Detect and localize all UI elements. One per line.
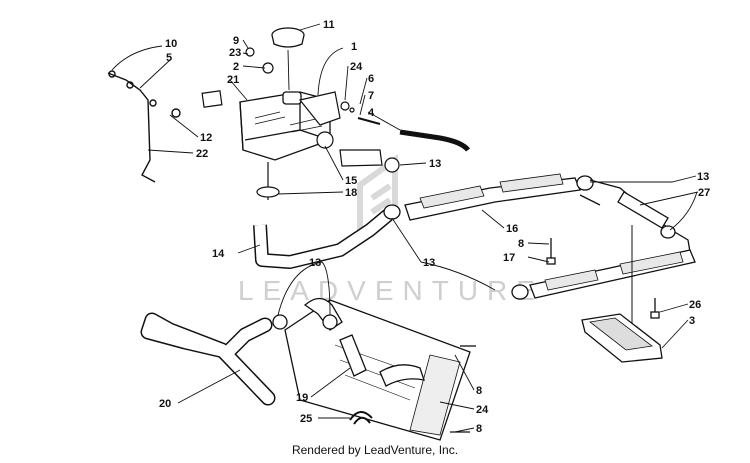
leader-lines [111,23,699,433]
callout-26: 26 [689,299,701,311]
callout-14: 14 [212,248,225,260]
callout-labels: 11 9 1 10 23 5 2 24 21 6 7 4 12 22 13 15… [159,19,710,435]
callout-11: 11 [323,19,335,31]
callout-8-c: 8 [476,423,482,435]
callout-13-b: 13 [697,171,709,183]
callout-23: 24 [476,404,489,416]
hose-14 [254,210,392,268]
heat-exchanger-lower [511,249,696,300]
overflow-hose [399,129,470,152]
callout-15: 15 [345,175,357,187]
heat-exchanger-upper [383,173,594,221]
heat-exchanger-hose [579,179,691,253]
callout-8-a: 8 [518,238,524,250]
callout-12: 12 [200,132,212,144]
hose-clamp-25 [349,411,373,425]
callout-13-c: 13 [309,257,321,269]
callout-24-lower: 24 [350,61,363,73]
callout-16: 16 [506,223,518,235]
callout-2: 2 [233,61,239,73]
elbow-hoses [272,297,425,387]
callout-7: 7 [368,90,374,102]
callout-6: 6 [368,73,374,85]
callout-13-a: 13 [429,158,441,170]
callout-17: 17 [503,252,515,264]
callout-8-b: 8 [476,385,482,397]
callout-20: 20 [159,398,171,410]
watermark: LEADVENTURE [238,154,544,306]
callout-21: 21 [227,74,239,86]
callout-25: 25 [300,413,312,425]
decal [201,90,223,108]
hose-20 [142,314,274,404]
mount-bracket [581,313,663,363]
callout-27: 27 [698,187,710,199]
callout-1: 1 [351,41,357,53]
hose-short [316,131,400,173]
callout-4: 4 [368,107,375,119]
footer-credit: Rendered by LeadVenture, Inc. [291,443,459,457]
callout-5: 5 [166,52,172,64]
callout-22: 22 [196,148,208,160]
callout-19: 19 [296,392,308,404]
radiator-exchanger [284,299,471,441]
callout-10: 10 [165,38,177,50]
radiator-cap [271,27,305,91]
support-rod [107,70,181,183]
tank-bracket [245,47,381,126]
callout-24-upper: 23 [229,47,241,59]
watermark-text: LEADVENTURE [238,275,544,306]
callout-18: 18 [345,187,357,199]
clamp [256,186,280,198]
bleed-fittings [450,238,660,433]
callout-3: 3 [689,315,695,327]
callout-9: 9 [233,35,239,47]
callout-13-d: 13 [423,257,435,269]
